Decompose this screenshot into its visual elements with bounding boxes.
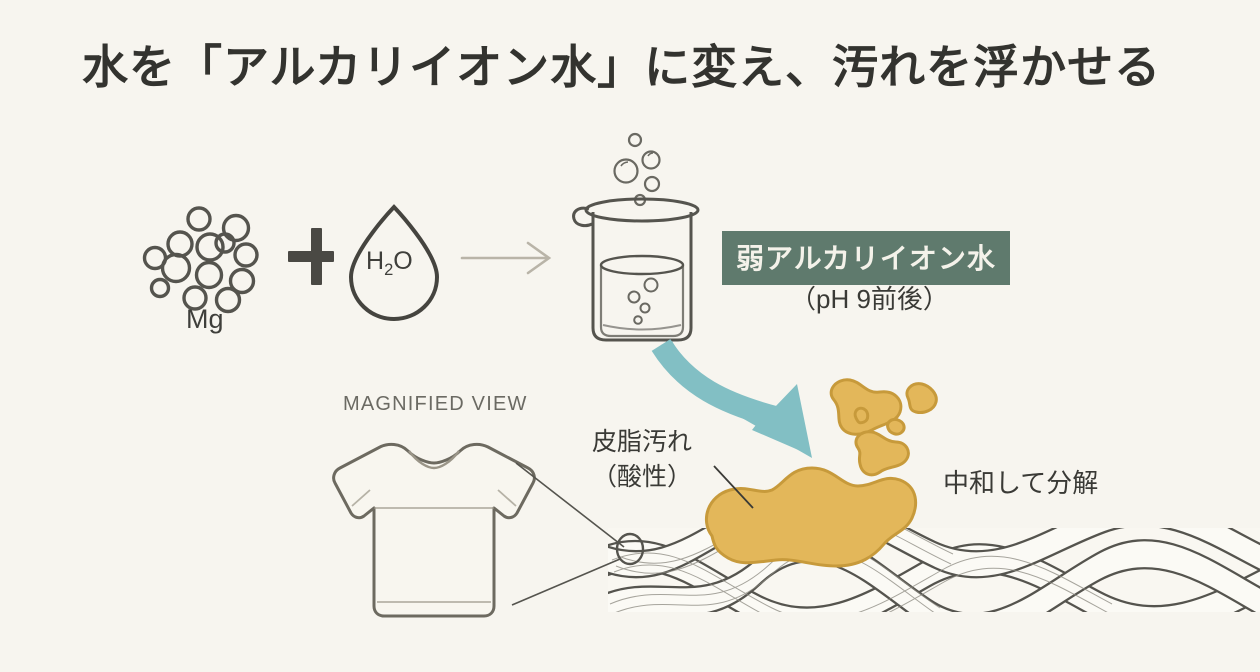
bubbles-icon: [613, 132, 661, 207]
magnesium-granules-icon: [142, 206, 259, 314]
right-arrow-icon: [460, 241, 552, 275]
callout-lines: [511, 462, 625, 606]
ph-note: （pH 9前後）: [790, 284, 949, 314]
h2o-main: H: [366, 247, 385, 275]
water-droplet-icon: [348, 204, 440, 322]
water-formula-label: H2O: [366, 246, 413, 281]
plus-operator-icon: [288, 228, 334, 285]
h2o-tail: O: [393, 247, 413, 275]
beaker-inner-bubbles-icon: [627, 277, 659, 325]
grime-label-line2: （酸性）: [592, 463, 693, 491]
grime-label-line1: 皮脂汚れ: [592, 428, 693, 456]
page-title: 水を「アルカリイオン水」に変え、汚れを浮かせる: [82, 41, 1162, 93]
curved-teal-arrow-icon: [651, 338, 812, 458]
magnify-circle-icon: [615, 532, 645, 566]
tshirt-icon: [332, 442, 536, 618]
magnified-view-caption: MAGNIFIED VIEW: [343, 393, 528, 415]
grime-label-pointer: [713, 465, 754, 509]
h2o-sub: 2: [384, 261, 394, 279]
neutralize-label: 中和して分解: [943, 468, 1099, 498]
woven-fiber-strands-icon: [608, 528, 1260, 612]
status-badge: 弱アルカリイオン水: [722, 231, 1010, 285]
beaker-icon: [572, 197, 700, 342]
grime-fragments: [829, 378, 938, 477]
grime-blob-main: [704, 466, 918, 568]
magnesium-label: Mg: [186, 304, 224, 334]
